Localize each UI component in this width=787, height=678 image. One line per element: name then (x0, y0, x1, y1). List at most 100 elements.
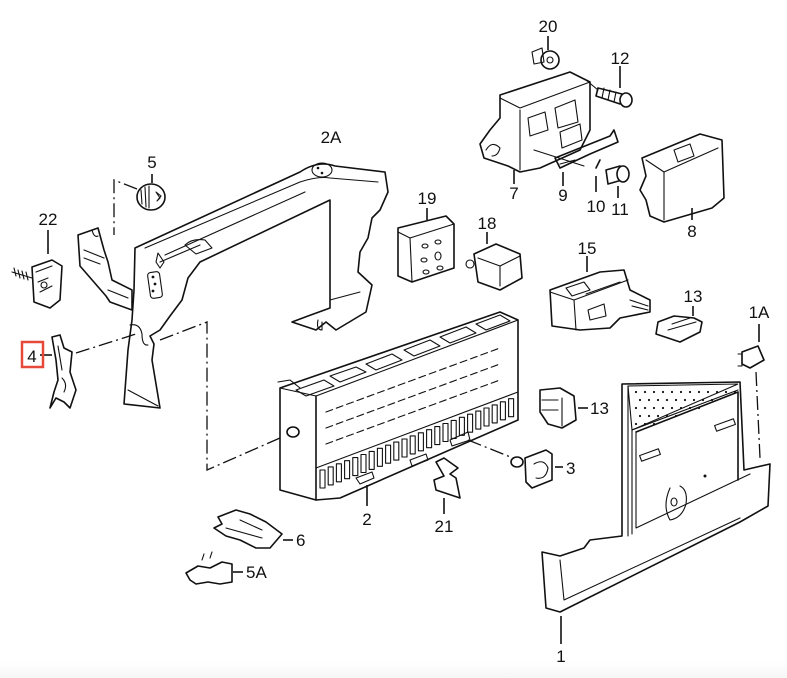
callout-labels: 20 12 2A 5 7 9 10 11 8 22 19 18 15 13 1A… (27, 17, 770, 666)
footer-fade (0, 662, 787, 678)
callout-22[interactable]: 22 (39, 210, 58, 229)
part-15-relay-block[interactable] (549, 256, 651, 331)
callout-7[interactable]: 7 (509, 184, 518, 203)
part-21-bracket[interactable] (433, 457, 461, 514)
fuse-slot (335, 463, 342, 483)
callout-15[interactable]: 15 (578, 239, 597, 258)
assembly-line-4 (75, 333, 137, 354)
part-19-relay-base[interactable] (397, 208, 455, 283)
stipple-dot (697, 390, 701, 394)
part-6-clip[interactable] (213, 509, 293, 549)
part-12-screw[interactable] (595, 66, 633, 108)
callout-2[interactable]: 2 (362, 510, 371, 529)
callout-11[interactable]: 11 (611, 200, 629, 219)
stipple-dot (665, 398, 669, 402)
stipple-dot (674, 398, 678, 402)
part-11-screw[interactable] (605, 165, 630, 198)
bracket-clip (77, 227, 133, 311)
part-20-clipnut[interactable] (531, 36, 560, 70)
callout-2a[interactable]: 2A (321, 128, 342, 147)
fuse-slot (376, 447, 383, 467)
callout-5[interactable]: 5 (147, 153, 156, 172)
assembly-line-2 (159, 321, 281, 471)
fuse-slot (401, 438, 408, 458)
part-10-washer[interactable] (595, 159, 601, 192)
part-2a-bracket[interactable] (123, 162, 389, 409)
part-8-cover[interactable] (639, 133, 725, 223)
fuse-slot (442, 422, 449, 443)
part-1a-cap[interactable] (737, 324, 765, 369)
highlight-box-part-4 (20, 340, 45, 369)
stipple-dot (679, 390, 683, 394)
stipple-dot (638, 398, 642, 402)
part-22-mount[interactable] (11, 230, 63, 309)
stipple-dot (634, 390, 638, 394)
fuse-slot (499, 401, 506, 421)
stipple-dot (670, 406, 674, 410)
locating-peg (286, 426, 300, 438)
fuse-slot (475, 410, 482, 430)
callout-4[interactable]: 4 (27, 347, 36, 366)
callout-12[interactable]: 12 (611, 49, 630, 68)
part-18-relay[interactable] (465, 232, 523, 291)
stipple-dot (643, 390, 647, 394)
fuse-slot (434, 426, 441, 446)
callout-8[interactable]: 8 (687, 222, 696, 241)
stipple-dot (670, 390, 674, 394)
part-9-plate[interactable] (554, 129, 619, 186)
fuse-slot (491, 404, 498, 424)
stipple-dot (643, 406, 647, 410)
stipple-dot (661, 390, 665, 394)
callout-21[interactable]: 21 (435, 517, 454, 536)
stipple-dot (701, 398, 705, 402)
relay-sockets-top (295, 314, 511, 397)
callout-6[interactable]: 6 (296, 531, 305, 550)
stipple-dot (647, 398, 651, 402)
callout-1[interactable]: 1 (556, 647, 565, 666)
callout-19[interactable]: 19 (418, 189, 437, 208)
assembly-line-12 (585, 79, 599, 91)
stipple-dot (692, 398, 696, 402)
part-7-carrier[interactable] (479, 71, 591, 184)
fuse-slot (368, 450, 375, 470)
callout-13-lower[interactable]: 13 (590, 399, 609, 418)
callout-3[interactable]: 3 (566, 459, 575, 478)
stipple-dot (661, 406, 665, 410)
assembly-line-9 (533, 149, 585, 167)
callout-20[interactable]: 20 (539, 17, 558, 36)
fuse-slot (483, 407, 490, 427)
fuse-slot (360, 453, 367, 474)
stipple-dot (724, 390, 728, 394)
fuse-slot (327, 466, 334, 486)
fuse-slot (467, 413, 474, 433)
fuse-slot (508, 398, 515, 418)
assembly-line-3 (467, 439, 519, 461)
part-13-fuse-lower[interactable] (539, 387, 588, 429)
stipple-dot (634, 406, 638, 410)
fuse-slot (319, 469, 326, 489)
part-5-knob[interactable] (136, 174, 166, 211)
callout-13-upper[interactable]: 13 (684, 287, 703, 306)
part-4-clip[interactable] (40, 334, 77, 409)
stipple-dot (652, 406, 656, 410)
callout-5a[interactable]: 5A (246, 563, 267, 582)
fuse-slot (409, 435, 416, 455)
part-5a-wedge[interactable] (185, 551, 243, 585)
part-1-panel[interactable] (541, 381, 771, 644)
callout-1a[interactable]: 1A (749, 303, 770, 322)
assembly-line-1a (755, 371, 761, 459)
part-13-fuse-upper[interactable] (655, 306, 703, 343)
callout-18[interactable]: 18 (478, 214, 497, 233)
fuse-slot (344, 460, 351, 480)
fuse-slot (352, 457, 359, 477)
part-2-relay-box[interactable] (277, 311, 519, 506)
stipple-dot (652, 390, 656, 394)
callout-9[interactable]: 9 (558, 186, 567, 205)
stipple-dot (634, 422, 638, 426)
callout-10[interactable]: 10 (587, 197, 606, 216)
dotted-surface (627, 383, 739, 431)
stipple-dot (715, 390, 719, 394)
fuse-slot (417, 432, 424, 452)
stipple-dot (656, 398, 660, 402)
part-3-fastener[interactable] (510, 449, 563, 489)
